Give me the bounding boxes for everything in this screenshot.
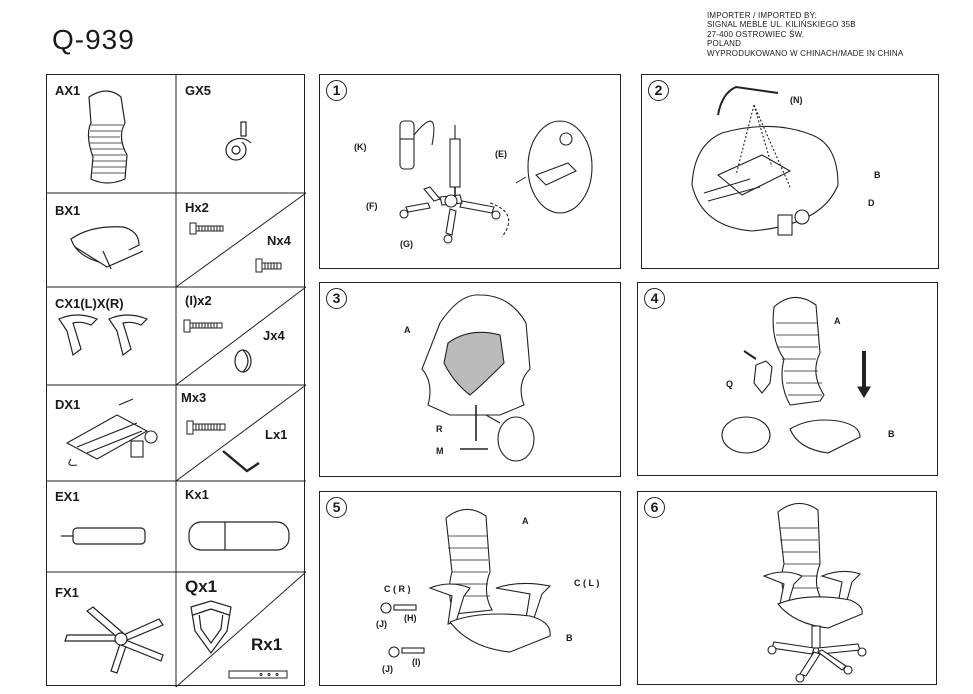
- callout-a: A: [404, 325, 411, 335]
- importer-line: WYPRODUKOWANO W CHINACH/MADE IN CHINA: [707, 48, 904, 58]
- trim-cover-icon: [190, 600, 232, 655]
- step-5-panel: 5 A C ( R ) C ( L ) (H) (J) (I) (J) B: [319, 491, 621, 686]
- part-label-jx: Jx4: [263, 328, 285, 343]
- part-label-cx: CX1(L)X(R): [55, 296, 124, 311]
- screw-m-icon: [186, 420, 226, 435]
- step-1-panel: 1 (K) (E) (F) (G): [319, 74, 621, 269]
- parts-grid-lines: [47, 75, 307, 688]
- callout-b: B: [874, 170, 881, 180]
- importer-line: POLAND: [707, 39, 742, 49]
- callout-r: R: [436, 424, 443, 434]
- step-3-illustration: [421, 294, 535, 462]
- screw-n-icon: [255, 258, 282, 273]
- step-2-illustration: [691, 85, 839, 236]
- screw-i-icon: [183, 319, 223, 333]
- callout-j1: (J): [376, 619, 387, 629]
- step-4-panel: 4 A Q B: [637, 282, 938, 476]
- part-label-hx: Hx2: [185, 200, 209, 215]
- model-title: Q-939: [52, 24, 135, 55]
- part-label-mx: Mx3: [181, 390, 207, 405]
- part-label-fx: FX1: [55, 585, 79, 600]
- callout-b: B: [566, 633, 573, 643]
- part-label-gx: GX5: [185, 83, 212, 98]
- callout-m: M: [436, 446, 444, 456]
- step-number: 6: [644, 497, 665, 518]
- step-6-panel: 6: [637, 491, 937, 685]
- step-2-panel: 2 (N) B D: [641, 74, 939, 269]
- part-label-kx: Kx1: [185, 487, 209, 502]
- callout-q: Q: [726, 379, 734, 389]
- callout-a: A: [522, 516, 529, 526]
- part-label-lx: Lx1: [265, 427, 288, 442]
- parts-list: AX1 GX5 BX1 Hx2 Nx4 CX1(L)X(R) (I)x2 Jx4…: [46, 74, 307, 688]
- hex-key-icon: [222, 450, 260, 473]
- callout-b: B: [888, 429, 895, 439]
- part-label-rx: Rx1: [251, 635, 283, 654]
- callout-i: (I): [412, 657, 421, 667]
- callout-n: (N): [790, 95, 803, 105]
- part-label-ex: EX1: [55, 489, 80, 504]
- step-number: 3: [326, 288, 347, 309]
- step-1-illustration: [399, 120, 593, 244]
- step-number: 1: [326, 80, 347, 101]
- step-number: 2: [648, 80, 669, 101]
- callout-e: (E): [495, 149, 507, 159]
- part-label-qx: Qx1: [185, 577, 218, 596]
- part-label-bx: BX1: [55, 203, 81, 218]
- part-label-ix: (I)x2: [185, 293, 212, 308]
- callout-g: (G): [400, 239, 413, 249]
- step-number: 5: [326, 497, 347, 518]
- importer-line: IMPORTER / IMPORTED BY:: [707, 11, 818, 20]
- backrest-icon: [87, 90, 128, 184]
- part-label-ax: AX1: [55, 83, 81, 98]
- gas-lift-icon: [61, 527, 146, 545]
- armrest-icon: [58, 314, 149, 357]
- step-number: 4: [644, 288, 665, 309]
- cap-icon: [234, 349, 252, 373]
- seat-icon: [70, 226, 144, 270]
- callout-j2: (J): [382, 664, 393, 674]
- callout-a: A: [834, 316, 841, 326]
- caster-icon: [225, 121, 252, 161]
- callout-cl: C ( L ): [574, 578, 600, 588]
- part-label-nx: Nx4: [267, 233, 291, 248]
- callout-k: (K): [354, 142, 367, 152]
- base-icon: [64, 606, 164, 674]
- callout-h: (H): [404, 613, 417, 623]
- step-5-illustration: [380, 508, 552, 658]
- step-4-illustration: [721, 296, 871, 454]
- importer-line: 27-400 OSTROWIEC ŚW.: [707, 29, 805, 39]
- screw-h-icon: [189, 222, 224, 235]
- cover-icon: [188, 521, 290, 551]
- step-3-panel: 3 A R M: [319, 282, 621, 477]
- callout-d: D: [868, 198, 875, 208]
- callout-f: (F): [366, 201, 378, 211]
- callout-cr: C ( R ): [384, 584, 411, 594]
- mechanism-icon: [65, 398, 158, 466]
- part-label-dx: DX1: [55, 397, 81, 412]
- importer-line: SIGNAL MEBLE UL. KILIŃSKIEGO 35B: [707, 20, 856, 30]
- step-6-illustration: [762, 502, 867, 683]
- importer-info: IMPORTER / IMPORTED BY: SIGNAL MEBLE UL.…: [707, 11, 903, 58]
- bar-icon: [228, 670, 288, 679]
